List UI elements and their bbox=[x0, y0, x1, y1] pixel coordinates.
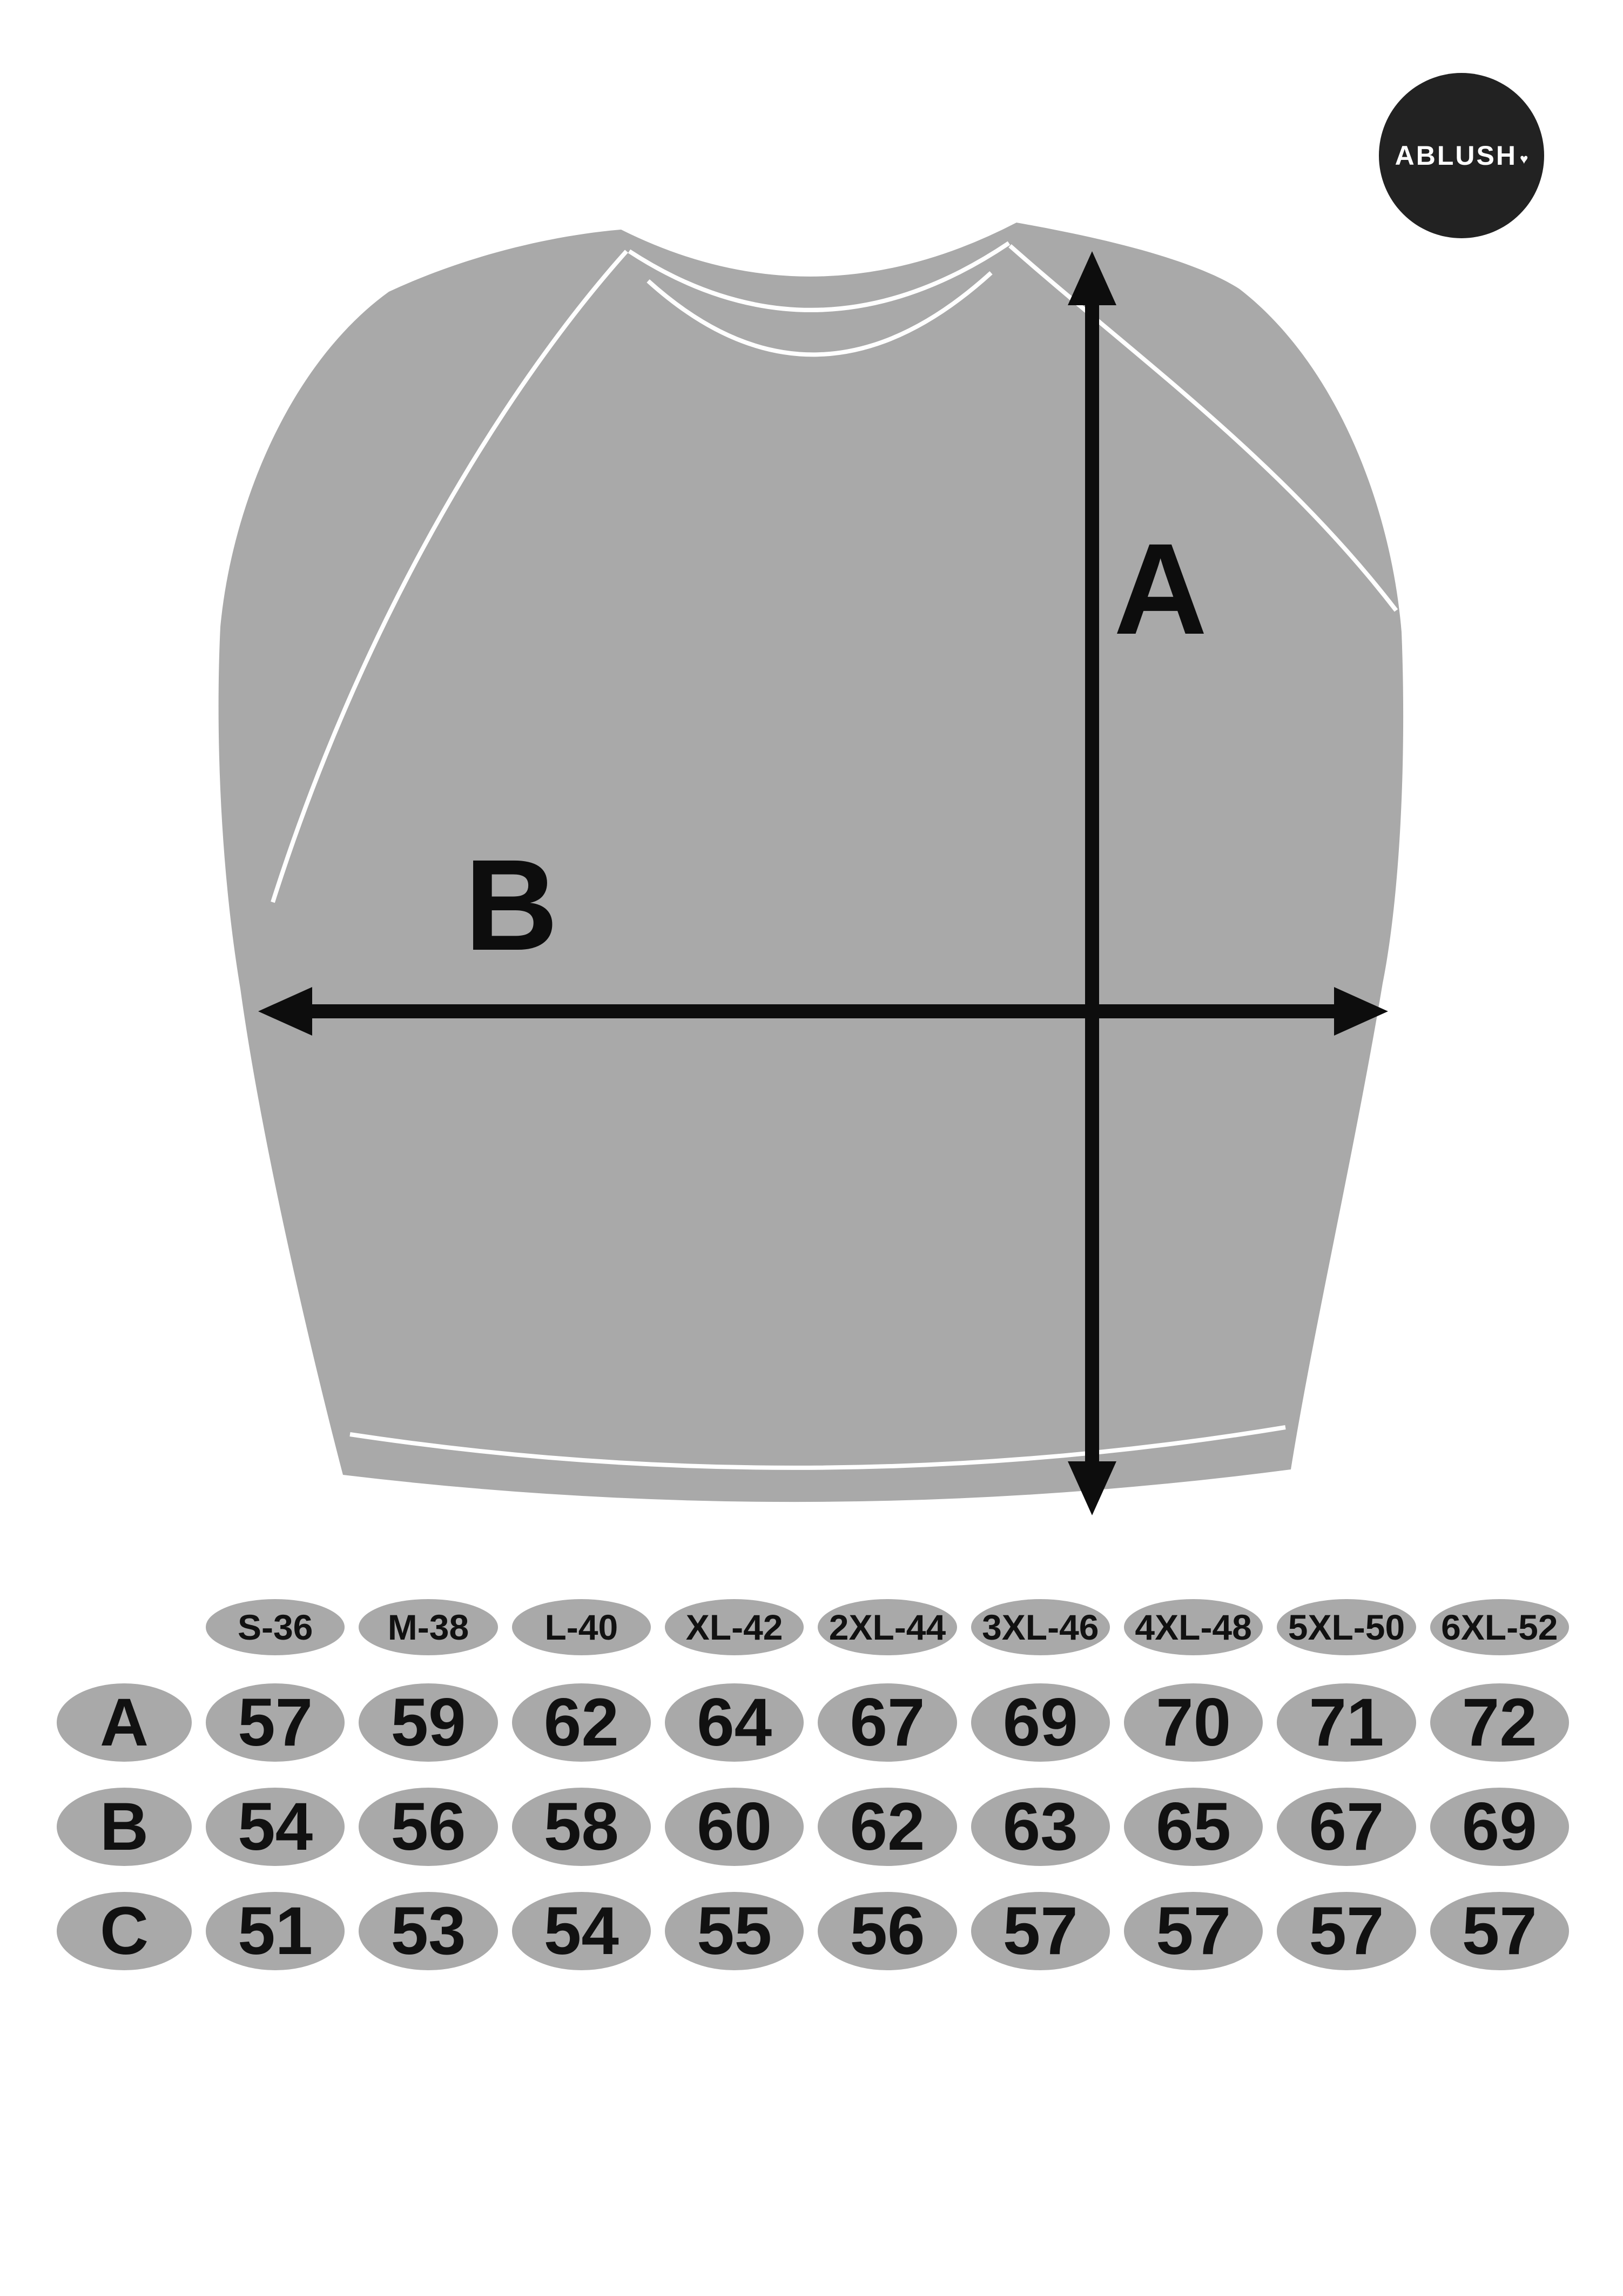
size-column-header: M-38 bbox=[359, 1599, 498, 1655]
measurement-arrow-a bbox=[1068, 251, 1116, 1515]
hem-seam-line bbox=[349, 1425, 1286, 1470]
measurement-row-a: A 57 59 62 64 67 69 70 71 72 bbox=[57, 1683, 1569, 1762]
size-value-cell: 53 bbox=[359, 1892, 498, 1970]
measure-label-b: B bbox=[464, 833, 558, 977]
size-value-cell: 56 bbox=[818, 1892, 957, 1970]
size-value-cell: 65 bbox=[1123, 1788, 1263, 1866]
size-value-cell: 57 bbox=[1123, 1892, 1263, 1970]
left-sleeve-seam-line bbox=[271, 250, 628, 903]
size-column-header: 4XL-48 bbox=[1123, 1599, 1263, 1655]
size-value-cell: 57 bbox=[1430, 1892, 1569, 1970]
collar-inner-seam-line bbox=[646, 271, 993, 357]
size-value-cell: 71 bbox=[1277, 1683, 1416, 1762]
size-value-cell: 57 bbox=[206, 1683, 345, 1762]
sweater-illustration bbox=[218, 223, 1404, 1515]
size-value-cell: 60 bbox=[664, 1788, 804, 1866]
size-value-cell: 63 bbox=[971, 1788, 1110, 1866]
header-spacer bbox=[57, 1599, 192, 1655]
brand-name: ABLUSH bbox=[1395, 140, 1517, 171]
sweater-silhouette bbox=[218, 223, 1404, 1502]
size-value-cell: 69 bbox=[1430, 1788, 1569, 1866]
row-label-c: C bbox=[57, 1892, 192, 1970]
size-column-header: L-40 bbox=[511, 1599, 651, 1655]
brand-logo-badge: ABLUSH ♥ bbox=[1379, 73, 1544, 238]
size-value-cell: 54 bbox=[511, 1892, 651, 1970]
collar-outer-seam-line bbox=[628, 241, 1011, 312]
measure-label-a: A bbox=[1114, 516, 1208, 661]
size-value-cell: 56 bbox=[359, 1788, 498, 1866]
sweater-measurement-diagram: A B bbox=[211, 200, 1410, 1534]
measurement-row-b: B 54 56 58 60 62 63 65 67 69 bbox=[57, 1788, 1569, 1866]
size-column-header: 3XL-46 bbox=[971, 1599, 1110, 1655]
size-value-cell: 69 bbox=[971, 1683, 1110, 1762]
size-column-header: XL-42 bbox=[664, 1599, 804, 1655]
measurement-arrow-b bbox=[258, 987, 1388, 1036]
size-value-cell: 72 bbox=[1430, 1683, 1569, 1762]
arrow-head-down bbox=[1068, 1461, 1116, 1515]
size-value-cell: 64 bbox=[664, 1683, 804, 1762]
size-header-row: S-36 M-38 L-40 XL-42 2XL-44 3XL-46 4XL-4… bbox=[57, 1599, 1569, 1655]
size-value-cell: 59 bbox=[359, 1683, 498, 1762]
size-column-header: 2XL-44 bbox=[818, 1599, 957, 1655]
row-label-b: B bbox=[57, 1788, 192, 1866]
size-column-header: 5XL-50 bbox=[1277, 1599, 1416, 1655]
size-table: S-36 M-38 L-40 XL-42 2XL-44 3XL-46 4XL-4… bbox=[57, 1599, 1569, 1996]
size-value-cell: 67 bbox=[818, 1683, 957, 1762]
size-value-cell: 57 bbox=[1277, 1892, 1416, 1970]
size-column-header: 6XL-52 bbox=[1430, 1599, 1569, 1655]
size-value-cell: 70 bbox=[1123, 1683, 1263, 1762]
size-column-header: S-36 bbox=[206, 1599, 345, 1655]
right-sleeve-seam-line bbox=[1008, 244, 1398, 612]
size-value-cell: 55 bbox=[664, 1892, 804, 1970]
arrow-head-up bbox=[1068, 251, 1116, 305]
size-value-cell: 54 bbox=[206, 1788, 345, 1866]
size-value-cell: 62 bbox=[511, 1683, 651, 1762]
arrow-head-right bbox=[1334, 987, 1388, 1036]
measurement-row-c: C 51 53 54 55 56 57 57 57 57 bbox=[57, 1892, 1569, 1970]
size-value-cell: 57 bbox=[971, 1892, 1110, 1970]
size-value-cell: 51 bbox=[206, 1892, 345, 1970]
arrow-head-left bbox=[258, 987, 312, 1036]
row-label-a: A bbox=[57, 1683, 192, 1762]
size-value-cell: 67 bbox=[1277, 1788, 1416, 1866]
size-value-cell: 58 bbox=[511, 1788, 651, 1866]
size-value-cell: 62 bbox=[818, 1788, 957, 1866]
heart-icon: ♥ bbox=[1519, 150, 1528, 167]
